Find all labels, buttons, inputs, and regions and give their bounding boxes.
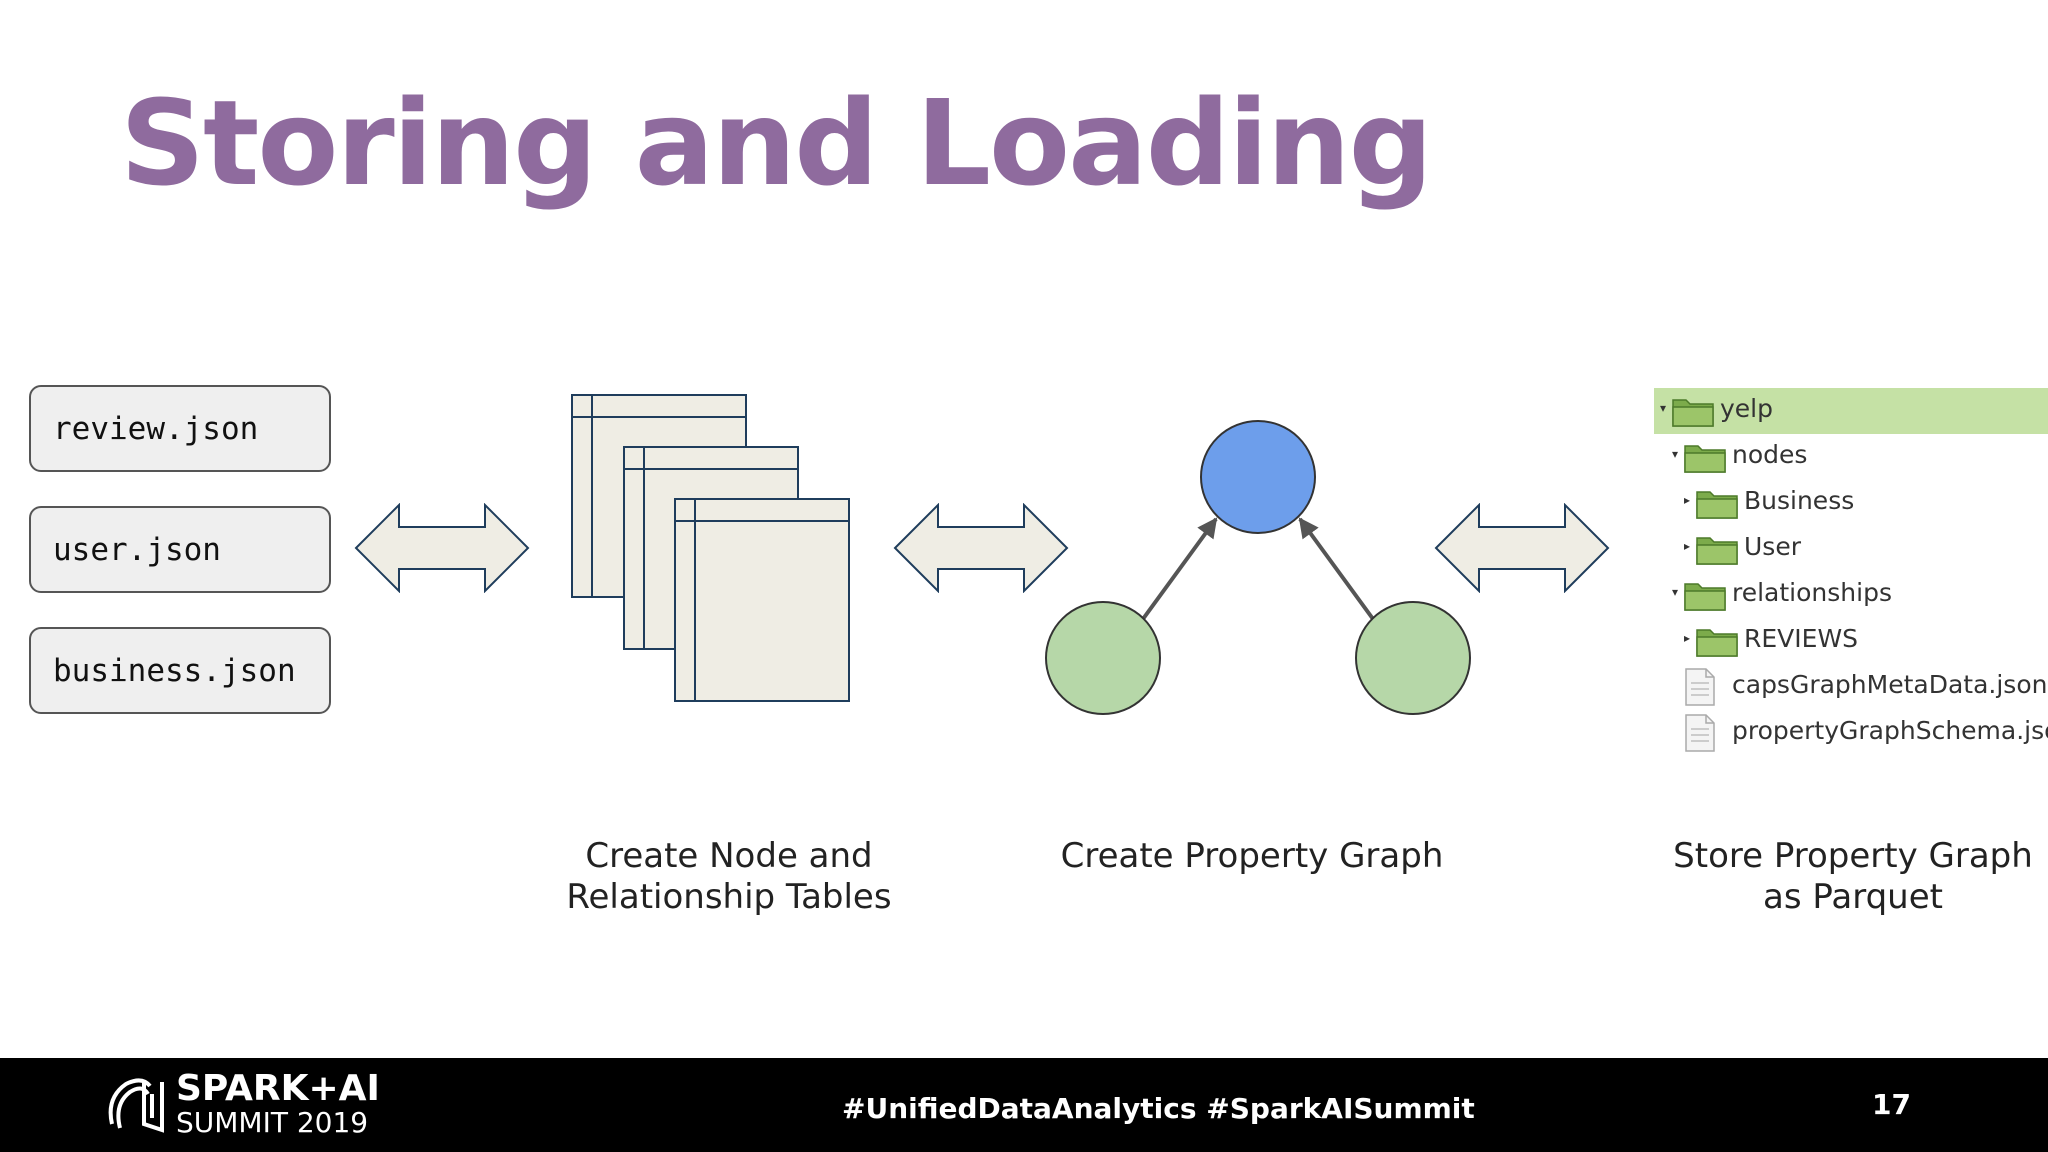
caption-line: as Parquet	[1763, 877, 1943, 917]
tree-item-label: capsGraphMetaData.json	[1732, 670, 2048, 699]
tree-item-capsgraphmetadata-json[interactable]: capsGraphMetaData.json	[1654, 664, 2048, 710]
graph-node-left	[1045, 601, 1161, 715]
tree-item-user[interactable]: ▸ User	[1654, 526, 2048, 572]
expand-down-icon[interactable]: ▾	[1660, 401, 1667, 415]
footer-hashtags: #UnifiedDataAnalytics #SparkAISummit	[842, 1092, 1475, 1125]
footer-bar: SPARK+AI SUMMIT 2019 #UnifiedDataAnalyti…	[0, 1058, 2048, 1152]
brand-name: SPARK+AI	[176, 1068, 380, 1109]
file-box-user: user.json	[29, 506, 331, 593]
file-icon	[1684, 713, 1716, 757]
graph-node-top	[1200, 420, 1316, 534]
caption-line: Store Property Graph	[1673, 836, 2033, 876]
stacked-tables-icon	[571, 394, 850, 702]
folder-icon	[1696, 487, 1738, 523]
property-graph-diagram	[1045, 420, 1471, 715]
slide-title: Storing and Loading	[120, 74, 1433, 212]
caption-graph: Create Property Graph	[1042, 836, 1462, 877]
folder-icon	[1684, 579, 1726, 615]
tree-item-label: REVIEWS	[1744, 624, 1859, 653]
tree-item-label: propertyGraphSchema.json	[1732, 716, 2048, 745]
caption-line: Create Property Graph	[1060, 836, 1444, 876]
expand-right-icon[interactable]: ▸	[1684, 631, 1691, 645]
caption-tables: Create Node and Relationship Tables	[539, 836, 919, 918]
double-arrow-icon	[1434, 503, 1610, 593]
expand-down-icon[interactable]: ▾	[1672, 447, 1679, 461]
tree-item-label: Business	[1744, 486, 1855, 515]
file-icon	[1684, 667, 1716, 711]
caption-line: Create Node and	[585, 836, 873, 876]
folder-icon	[1696, 533, 1738, 569]
file-box-business: business.json	[29, 627, 331, 714]
caption-store: Store Property Graph as Parquet	[1660, 836, 2046, 918]
graph-edge	[1141, 517, 1218, 621]
double-arrow-icon	[354, 503, 530, 593]
brand-event: SUMMIT 2019	[176, 1106, 369, 1139]
caption-line: Relationship Tables	[566, 877, 892, 917]
tree-item-reviews[interactable]: ▸ REVIEWS	[1654, 618, 2048, 664]
graph-edge	[1298, 517, 1375, 621]
folder-icon	[1672, 395, 1714, 431]
tree-item-label: relationships	[1732, 578, 1892, 607]
expand-down-icon[interactable]: ▾	[1672, 585, 1679, 599]
graph-node-right	[1355, 601, 1471, 715]
expand-right-icon[interactable]: ▸	[1684, 493, 1691, 507]
folder-icon	[1696, 625, 1738, 661]
expand-right-icon[interactable]: ▸	[1684, 539, 1691, 553]
file-tree: ▾ yelp ▾ nodes ▸ Business ▸ User ▾ relationships ▸…	[1654, 388, 2048, 756]
tree-item-nodes[interactable]: ▾ nodes	[1654, 434, 2048, 480]
tree-item-label: User	[1744, 532, 1801, 561]
tree-item-label: nodes	[1732, 440, 1808, 469]
tree-item-business[interactable]: ▸ Business	[1654, 480, 2048, 526]
tree-item-relationships[interactable]: ▾ relationships	[1654, 572, 2048, 618]
tree-item-propertygraphschema-json[interactable]: propertyGraphSchema.json	[1654, 710, 2048, 756]
file-box-review: review.json	[29, 385, 331, 472]
spark-ai-logo-icon	[108, 1078, 164, 1133]
tree-item-yelp[interactable]: ▾ yelp	[1654, 388, 2048, 434]
tree-item-label: yelp	[1720, 394, 1773, 423]
double-arrow-icon	[893, 503, 1069, 593]
page-number: 17	[1872, 1088, 1911, 1121]
folder-icon	[1684, 441, 1726, 477]
